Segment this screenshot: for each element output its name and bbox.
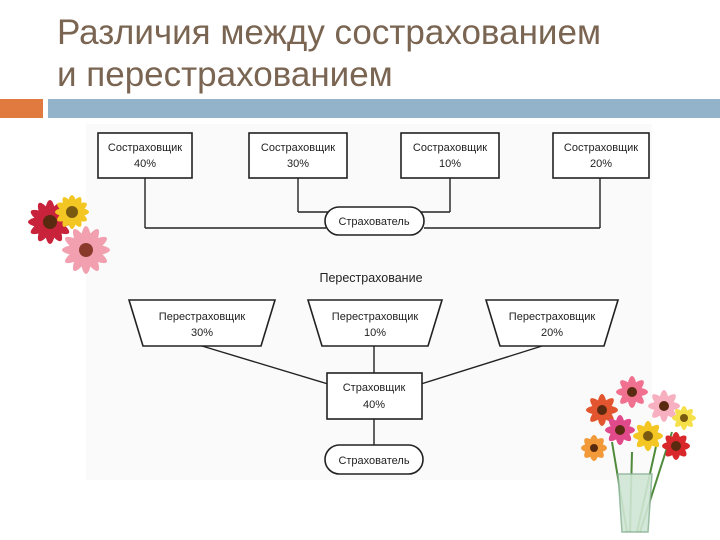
coinsurer-share: 40% bbox=[134, 158, 156, 170]
coinsurer-name: Состраховщик bbox=[108, 142, 182, 154]
reinsurance-connectors bbox=[201, 345, 543, 445]
coinsurer-name: Состраховщик bbox=[564, 142, 638, 154]
insurer-box: Страховщик 40% bbox=[326, 372, 423, 420]
reinsurer-share: 20% bbox=[541, 327, 563, 339]
reinsurer-box: Перестраховщик 30% bbox=[127, 299, 277, 347]
title-accent-bar-blue bbox=[48, 99, 720, 118]
flowers-left-image bbox=[28, 195, 110, 274]
diagram-svg: Состраховщик 40% Состраховщик 30% Состра… bbox=[97, 132, 650, 475]
reinsurer-name: Перестраховщик bbox=[332, 311, 419, 323]
coinsurance-connectors bbox=[144, 178, 601, 229]
coinsurer-box: Состраховщик 10% bbox=[400, 132, 500, 179]
insured-label: Страхователь bbox=[338, 455, 409, 467]
coinsurer-box: Состраховщик 30% bbox=[248, 132, 348, 179]
coinsurer-box: Состраховщик 40% bbox=[97, 132, 193, 179]
slide-title-line1: Различия между сострахованием bbox=[57, 13, 602, 52]
reinsurer-name: Перестраховщик bbox=[159, 311, 246, 323]
reinsurer-share: 30% bbox=[191, 327, 213, 339]
insurer-name: Страховщик bbox=[343, 382, 406, 394]
insured-label: Страхователь bbox=[338, 216, 409, 228]
slide-title-line2: и перестрахованием bbox=[57, 55, 393, 94]
bouquet-vase-image bbox=[581, 376, 696, 533]
coinsurer-share: 30% bbox=[287, 158, 309, 170]
insurer-share: 40% bbox=[363, 399, 385, 411]
diagram: Состраховщик 40% Состраховщик 30% Состра… bbox=[86, 124, 652, 480]
coinsurer-share: 20% bbox=[590, 158, 612, 170]
coinsurer-box: Состраховщик 20% bbox=[552, 132, 650, 179]
slide-title: Различия между сострахованием и перестра… bbox=[57, 12, 697, 96]
title-accent-bar-orange bbox=[0, 99, 43, 118]
coinsurer-share: 10% bbox=[439, 158, 461, 170]
reinsurer-share: 10% bbox=[364, 327, 386, 339]
insured-node-coinsurance: Страхователь bbox=[324, 206, 425, 236]
coinsurer-name: Состраховщик bbox=[261, 142, 335, 154]
reinsurer-box: Перестраховщик 20% bbox=[484, 299, 620, 347]
reinsurer-box: Перестраховщик 10% bbox=[306, 299, 444, 347]
reinsurer-name: Перестраховщик bbox=[509, 311, 596, 323]
insured-node-reinsurance: Страхователь bbox=[324, 444, 424, 475]
coinsurer-name: Состраховщик bbox=[413, 142, 487, 154]
reinsurance-label: Перестрахование bbox=[319, 271, 422, 285]
